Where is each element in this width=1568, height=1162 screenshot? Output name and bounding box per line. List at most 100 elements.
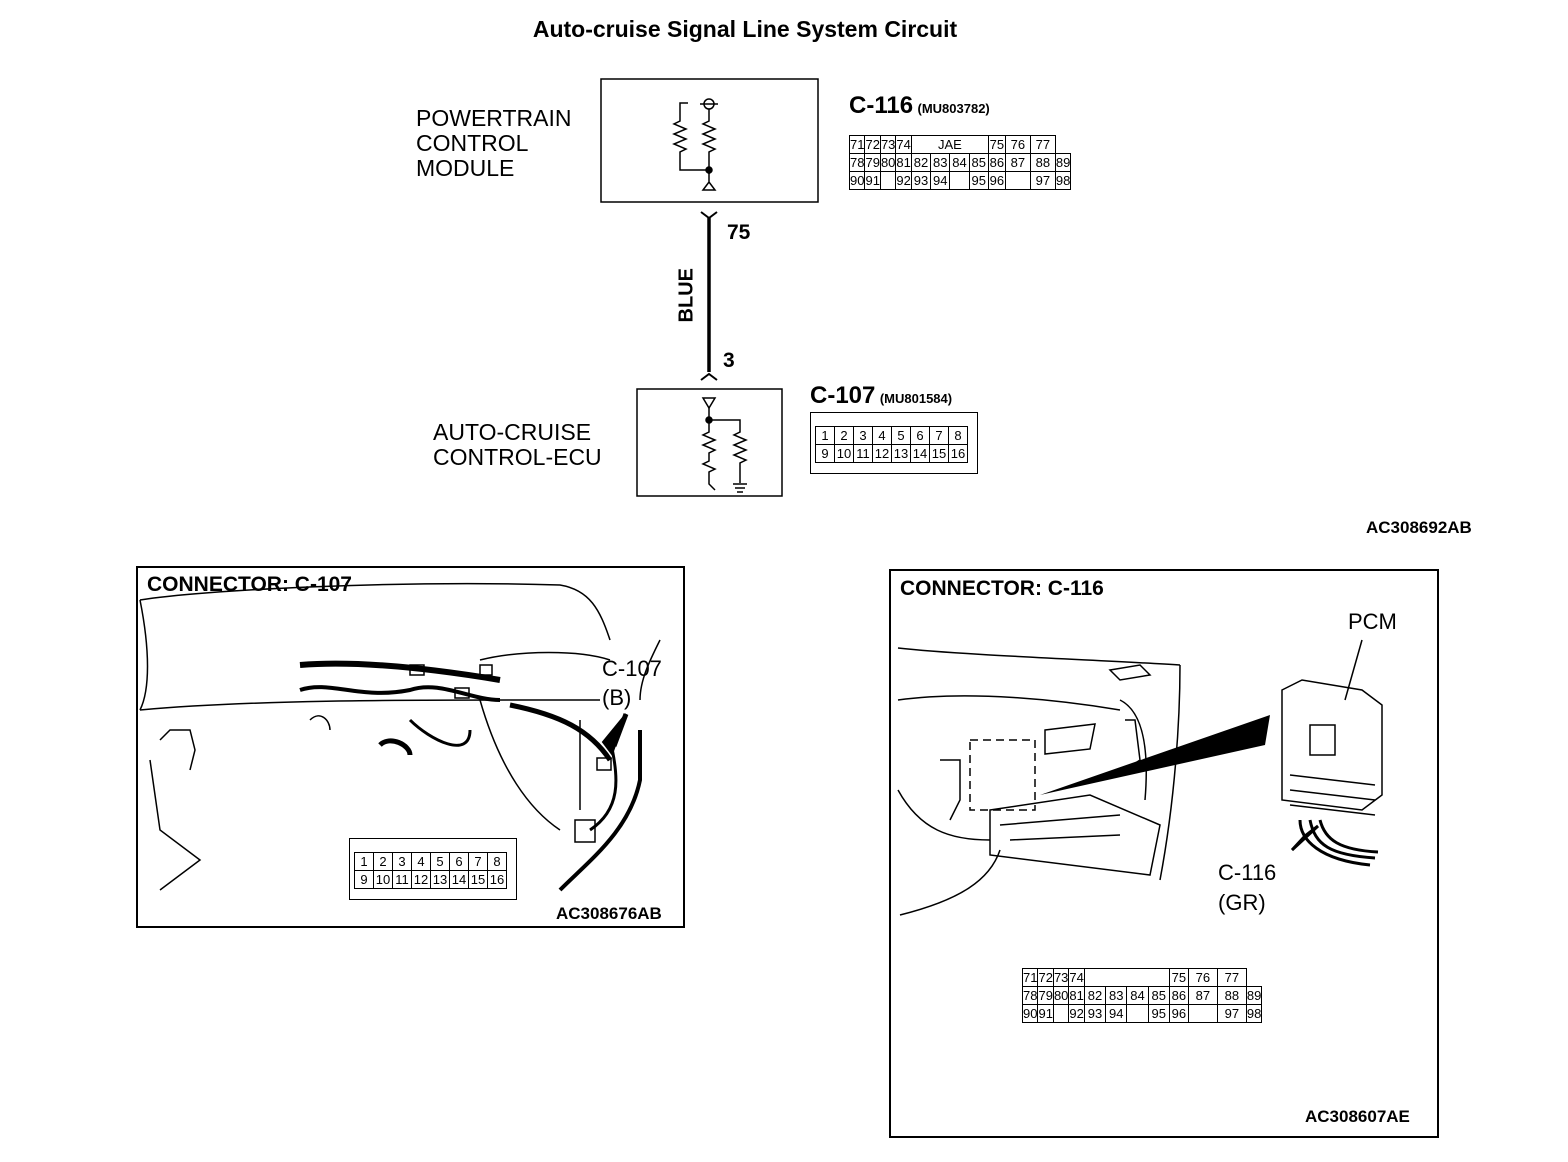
pin: 5 [430, 852, 450, 871]
blue-wire [700, 211, 718, 381]
pin: 10 [373, 870, 393, 889]
pin: 8 [487, 852, 507, 871]
c116-callout-line: C-116 [1218, 860, 1277, 885]
pin-row: 90 91 92 93 94 95 96 97 98 [1021, 1004, 1263, 1023]
c116-connector-id: C-116 [849, 92, 914, 119]
pcm-label: POWERTRAIN CONTROL MODULE [416, 106, 571, 181]
circuit-reference-code: AC308692AB [1366, 518, 1472, 537]
pin: 98 [1245, 1004, 1263, 1023]
c116-panel-title: CONNECTOR: C-116 [900, 577, 1104, 600]
pin: 97 [1029, 171, 1056, 190]
pin [1126, 1004, 1149, 1023]
pin: 88 [1216, 986, 1247, 1005]
pin: 84 [949, 153, 970, 172]
pin: 93 [1083, 1004, 1107, 1023]
pin: 72 [864, 135, 881, 154]
c107-connector-id: C-107 [810, 382, 876, 409]
pin: 3 [392, 852, 412, 871]
pin: 71 [848, 135, 866, 154]
pin: 91 [1037, 1004, 1054, 1023]
pin: 92 [895, 171, 912, 190]
pin: 6 [910, 426, 930, 445]
c107-panel-connector-outline: 1 2 3 4 5 6 7 8 9 10 11 12 13 14 15 16 [349, 838, 517, 900]
pin: 2 [373, 852, 393, 871]
pin [1052, 1004, 1070, 1023]
pin: 96 [1168, 1004, 1189, 1023]
c116-connector-header: C-116 (MU803782) [849, 92, 990, 120]
pin-row: 1 2 3 4 5 6 7 8 [354, 852, 507, 871]
pin: 82 [910, 153, 932, 172]
pin: 7 [468, 852, 488, 871]
pin: 83 [930, 153, 951, 172]
pin: 10 [834, 444, 854, 463]
diagram-title: Auto-cruise Signal Line System Circuit [532, 16, 958, 42]
pin: 80 [879, 153, 897, 172]
pin: 75 [1168, 968, 1189, 987]
pin [1004, 171, 1031, 190]
c107-callout: C-107 (B) [602, 654, 662, 712]
pin: 16 [948, 444, 968, 463]
pin: 11 [392, 870, 412, 889]
c107-connector-outline: 1 2 3 4 5 6 7 8 9 10 11 12 13 14 15 16 [810, 412, 978, 474]
c107-connector-header: C-107 (MU801584) [810, 382, 952, 410]
c107-pin-table: 1 2 3 4 5 6 7 8 9 10 11 12 13 14 15 16 [815, 426, 968, 463]
pin: 9 [354, 870, 374, 889]
pin: 79 [1037, 986, 1054, 1005]
pin: 87 [1187, 986, 1218, 1005]
c107-panel-pin-table: 1 2 3 4 5 6 7 8 9 10 11 12 13 14 15 16 [354, 852, 507, 889]
pin: 4 [411, 852, 431, 871]
ecu-internal-resistors-icon [701, 397, 748, 493]
pin: 96 [987, 171, 1006, 190]
pin: 91 [864, 171, 881, 190]
c116-panel-pin-table: 71 72 73 74 75 76 77 78 79 80 81 82 83 8… [1021, 968, 1263, 1023]
pin: 98 [1054, 171, 1072, 190]
pin: 84 [1126, 986, 1149, 1005]
pcm-label-line: MODULE [416, 155, 515, 181]
pin-row: 9 10 11 12 13 14 15 16 [354, 870, 507, 889]
pin: 78 [848, 153, 866, 172]
pin: 85 [1147, 986, 1170, 1005]
pin-row: 78 79 80 81 82 83 84 85 86 87 88 89 [848, 153, 1072, 172]
c107-panel-reference-code: AC308676AB [556, 904, 662, 923]
pin: 81 [1068, 986, 1085, 1005]
pin: 13 [430, 870, 450, 889]
pin [879, 171, 897, 190]
pin-row: 9 10 11 12 13 14 15 16 [815, 444, 968, 463]
pin: 3 [853, 426, 873, 445]
c107-panel-title: CONNECTOR: C-107 [147, 573, 352, 596]
pin: 85 [968, 153, 989, 172]
c116-location-panel [889, 569, 1439, 1138]
pin: 13 [891, 444, 911, 463]
pin: 76 [1004, 135, 1031, 154]
pin: 90 [1021, 1004, 1039, 1023]
c107-callout-line: (B) [602, 685, 632, 710]
pin: 95 [1147, 1004, 1170, 1023]
pcm-label-line: CONTROL [416, 130, 529, 156]
pin [949, 171, 970, 190]
pin: 9 [815, 444, 835, 463]
pin: 16 [487, 870, 507, 889]
pin: 74 [895, 135, 912, 154]
pin: 1 [815, 426, 835, 445]
ecu-box [636, 388, 783, 497]
wire-color-label: BLUE [675, 268, 698, 323]
pin: 74 [1068, 968, 1085, 987]
pin: 75 [987, 135, 1006, 154]
ecu-label-line: CONTROL-ECU [433, 444, 602, 470]
c116-pin-table: 71 72 73 74 JAE 75 76 77 78 79 80 81 82 … [848, 135, 1072, 190]
c116-pointer-beam [1040, 715, 1270, 795]
c116-vehicle-illustration [897, 639, 1383, 916]
pin: 79 [864, 153, 881, 172]
pin: 15 [468, 870, 488, 889]
pin: 15 [929, 444, 949, 463]
pin: 8 [948, 426, 968, 445]
c116-panel-reference-code: AC308607AE [1305, 1107, 1410, 1126]
pin: 7 [929, 426, 949, 445]
ecu-label: AUTO-CRUISE CONTROL-ECU [433, 420, 602, 470]
pin: 12 [411, 870, 431, 889]
c107-vehicle-illustration [139, 582, 661, 892]
pin: 11 [853, 444, 873, 463]
pin: 89 [1245, 986, 1263, 1005]
pin-label-jae: JAE [910, 135, 989, 154]
pcm-box [600, 78, 819, 203]
